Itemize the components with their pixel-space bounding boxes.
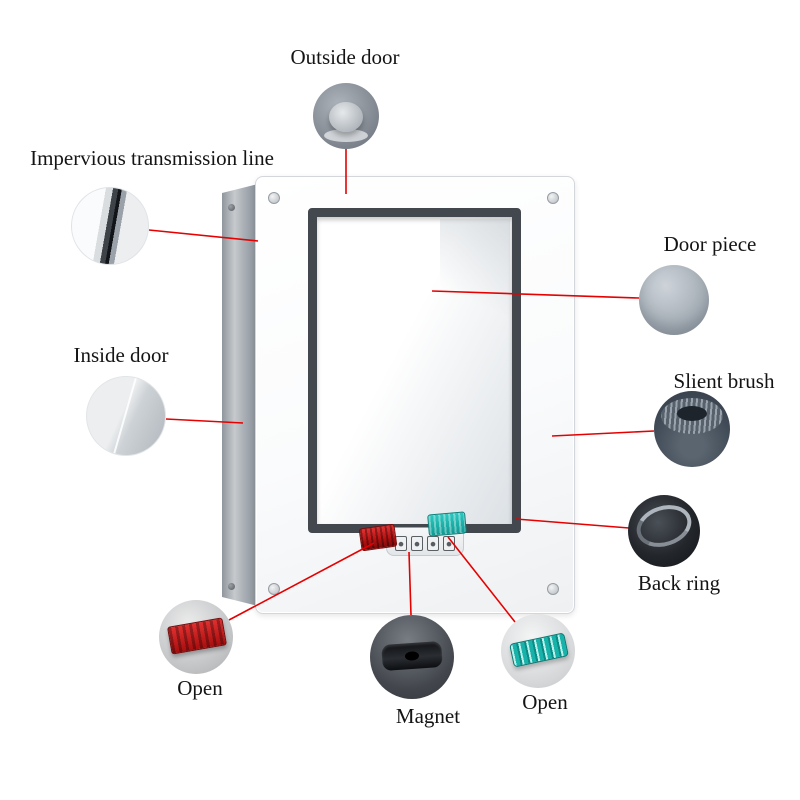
screw-icon <box>547 192 559 204</box>
door-front-frame <box>255 176 575 614</box>
red-slider-icon <box>166 617 228 655</box>
back-ring-callout <box>628 495 700 567</box>
lock-mode-icon <box>427 536 439 551</box>
magnet-bar-icon <box>381 640 443 672</box>
magnet-line <box>408 551 412 616</box>
door-piece-label: Door piece <box>663 232 757 256</box>
inside-door-line <box>165 418 244 424</box>
door-flap-frame <box>308 208 521 533</box>
door-side-tunnel <box>222 184 258 606</box>
open-right-line <box>447 536 516 623</box>
back-ring-line <box>515 518 630 529</box>
magnet-hole-icon <box>404 651 420 661</box>
door-edge-highlight <box>111 377 138 455</box>
lock-mode-icon <box>443 536 455 551</box>
screw-icon <box>268 192 280 204</box>
lock-mode-icon <box>411 536 423 551</box>
outside-door-callout <box>313 83 379 149</box>
open-right-label: Open <box>522 690 568 714</box>
slient-brush-callout <box>654 391 730 467</box>
brush-center-icon <box>677 406 707 421</box>
ring-gasket-icon <box>631 498 697 554</box>
hinge-knob-icon <box>329 102 363 133</box>
hinge-knob-base-icon <box>324 129 368 142</box>
screw-icon <box>268 583 280 595</box>
flap-reflection <box>440 219 510 329</box>
screw-icon <box>228 204 235 211</box>
magnet-callout <box>370 615 454 699</box>
open-left-line <box>228 542 375 621</box>
transmission-line-line <box>148 229 259 242</box>
outside-door-label: Outside door <box>290 45 400 69</box>
slient-brush-label: Slient brush <box>673 369 775 393</box>
open-right-callout <box>501 614 575 688</box>
teal-slider-icon <box>509 632 569 668</box>
magnet-label: Magnet <box>395 704 461 728</box>
inside-door-callout <box>86 376 166 456</box>
transmission-line-label: Impervious transmission line <box>30 146 274 170</box>
open-left-callout <box>159 600 233 674</box>
open-left-label: Open <box>177 676 223 700</box>
transmission-line-callout <box>71 187 149 265</box>
door-piece-callout <box>639 265 709 335</box>
back-ring-label: Back ring <box>637 571 721 595</box>
screw-icon <box>228 583 235 590</box>
slient-brush-line <box>551 430 655 437</box>
screw-icon <box>547 583 559 595</box>
door-piece-line <box>431 290 640 299</box>
inside-door-label: Inside door <box>73 343 169 367</box>
